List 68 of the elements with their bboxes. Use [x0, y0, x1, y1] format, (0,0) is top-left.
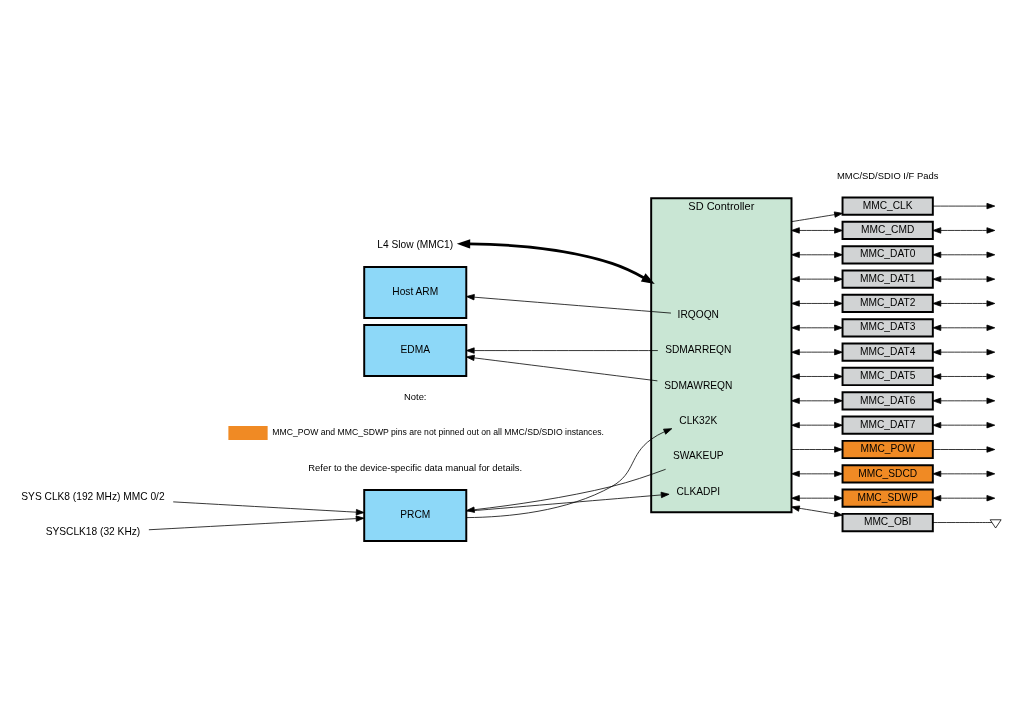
node-triangle — [989, 518, 1002, 528]
arrow — [932, 275, 995, 282]
arrow — [932, 251, 995, 258]
node-box: MMC_DAT3 — [841, 317, 934, 337]
arrow — [932, 202, 995, 209]
arrow — [932, 421, 995, 428]
label: MMC/SD/SDIO I/F Pads — [836, 169, 938, 181]
node-box: MMC_DAT0 — [841, 244, 934, 264]
node-text: SDMAWREQN — [663, 379, 732, 391]
connector — [932, 521, 992, 523]
arrow — [465, 346, 658, 354]
node-text: IRQOQN — [677, 308, 719, 320]
arrow — [932, 226, 995, 234]
node-text: SYSCLK18 (32 KHz) — [45, 525, 140, 537]
node-box: PRCM — [362, 488, 467, 542]
arrow — [465, 427, 672, 518]
node-box: MMC_SDCD — [841, 463, 934, 483]
node-box: MMC_DAT6 — [841, 390, 934, 410]
arrow — [790, 211, 843, 222]
arrow — [465, 293, 671, 313]
node-box: MMC_CMD — [841, 220, 934, 240]
label: Refer to the device-specific data manual for details. — [307, 461, 522, 473]
node-box: EDMA — [362, 323, 467, 377]
arrow — [465, 354, 658, 381]
node-box: MMC_SDWP — [841, 488, 934, 508]
arrow — [790, 251, 843, 258]
node-text: CLK32K — [678, 414, 717, 426]
node-box: MMC_POW — [841, 439, 934, 459]
arrow — [790, 505, 843, 517]
node-box: MMC_OBI — [841, 512, 934, 532]
arrow — [932, 494, 995, 501]
node-text: L4 Slow (MMC1) — [376, 238, 453, 250]
legend-label: MMC_POW and MMC_SDWP pins are not pinned out on all MMC/SD/SDIO instances. — [271, 426, 604, 437]
arrow — [932, 372, 995, 380]
arrow — [790, 348, 843, 355]
arrow — [790, 445, 843, 453]
arrow — [790, 494, 843, 501]
arrow — [790, 470, 843, 477]
arrow — [465, 468, 666, 513]
arrow — [932, 397, 995, 404]
arrow — [932, 445, 995, 453]
arrow — [932, 324, 995, 331]
arrow — [790, 372, 843, 380]
arrow — [790, 275, 843, 282]
arrow — [790, 226, 843, 234]
arrow — [172, 500, 365, 515]
arrow — [790, 421, 843, 428]
arrow — [147, 514, 364, 530]
node-box: MMC_DAT7 — [841, 415, 934, 435]
node-box: Host ARM — [362, 265, 467, 319]
node-text: SWAKEUP — [672, 449, 724, 461]
arrow — [465, 491, 669, 512]
arrow — [790, 324, 843, 331]
arrow — [790, 397, 843, 404]
arrow — [932, 470, 995, 477]
arrow — [456, 238, 655, 284]
node-box: MMC_DAT5 — [841, 366, 934, 386]
node-box: MMC_DAT2 — [841, 293, 934, 313]
node-text: CLKADPI — [675, 485, 720, 497]
label: Note: — [403, 390, 426, 402]
node-box: MMC_DAT4 — [841, 342, 934, 362]
node-box: MMC_CLK — [841, 196, 934, 216]
node-text: SYS CLK8 (192 MHz) MMC 0/2 — [20, 490, 165, 502]
arrow — [932, 299, 995, 307]
arrow — [932, 348, 995, 355]
node-box: MMC_DAT1 — [841, 269, 934, 289]
node-text: SDMARREQN — [664, 343, 731, 355]
arrow — [790, 299, 843, 307]
